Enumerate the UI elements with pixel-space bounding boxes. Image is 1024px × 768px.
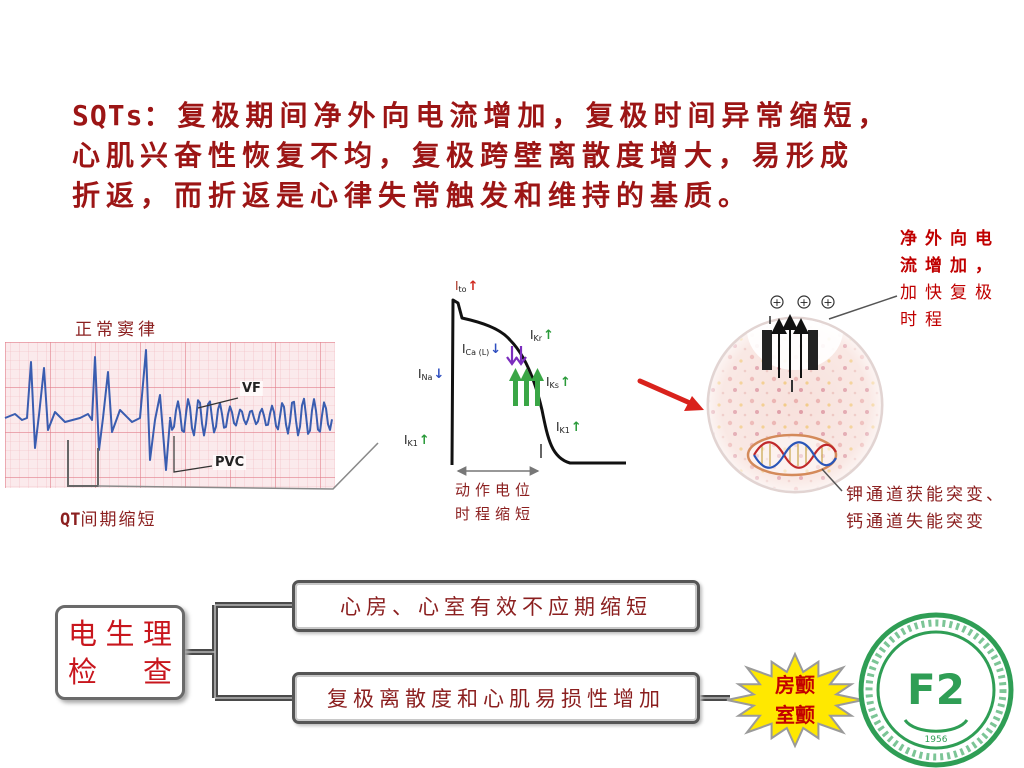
outcome-label: 房颤 室颤 [745, 670, 845, 730]
mutation-caption-line-1: 钾通道获能突变、 [846, 485, 1006, 505]
current-ik1-left-symbol: I [404, 433, 408, 447]
action-potential-curve [450, 298, 626, 466]
finding-dispersion-vulnerability: 复极离散度和心肌易损性增加 [292, 672, 700, 724]
apd-caption: 动作电位 时程缩短 [455, 478, 535, 526]
current-ikr-label: IKr↑ [530, 328, 554, 343]
ecg-strip [4, 342, 379, 490]
current-iks-subscript: Ks [549, 381, 559, 390]
outcome-line-2: 室颤 [775, 703, 815, 727]
current-ical-arrow: ↓ [490, 342, 502, 357]
hospital-seal-icon: F2 1956 [858, 612, 1014, 768]
vf-leader-line [197, 397, 239, 409]
current-ito-subscript: to [458, 285, 467, 294]
exam-title-line-1: 电生理 [68, 616, 172, 651]
current-ina-symbol: I [418, 367, 422, 381]
qt-label: QT间期缩短 [60, 505, 156, 530]
qt-text: 间期缩短 [80, 510, 157, 530]
current-iks-symbol: I [546, 375, 550, 389]
logo-year: 1956 [925, 735, 948, 745]
callout-line-2: 流增加， [900, 256, 1000, 276]
red-arrow-icon [637, 378, 704, 411]
current-ik1-left-subscript: K1 [407, 439, 418, 448]
current-ito-arrow: ↑ [467, 279, 479, 294]
heading-line-1-text: ：复极期间净外向电流增加，复极时间异常缩短， [143, 99, 892, 132]
heading-line-2: 心肌兴奋性恢复不均，复极跨壁离散度增大，易形成 [72, 139, 855, 172]
logo-mark: F2 [907, 665, 965, 714]
current-ikr-symbol: I [530, 328, 534, 342]
current-ina-label: INa↓ [418, 367, 444, 382]
channel-callout-line [828, 295, 898, 320]
mutation-caption-line-2: 钙通道失能突变 [846, 512, 986, 532]
potassium-efflux-arrows [509, 368, 544, 406]
apd-caption-line-1: 动作电位 [455, 481, 536, 499]
finding-refractory-period: 心房、心室有效不应期缩短 [292, 580, 700, 632]
heading: SQTs：复极期间净外向电流增加，复极时间异常缩短， 心肌兴奋性恢复不均，复极跨… [72, 96, 891, 216]
callout-line-4: 时程 [900, 310, 950, 330]
current-ical-label: ICa (L)↓ [462, 342, 501, 357]
current-ikr-subscript: Kr [533, 334, 543, 343]
heading-prefix: SQTs [72, 99, 144, 132]
current-ik1-right-symbol: I [556, 420, 560, 434]
callout-line-3: 加快复极 [900, 283, 1000, 303]
action-potential-diagram [450, 298, 626, 476]
calcium-decrease-arrows [506, 346, 527, 366]
ecg-vf-wave [169, 397, 333, 437]
current-iks-arrow: ↑ [559, 375, 571, 390]
ecg-title: 正常窦律 [75, 320, 159, 340]
qt-prefix: QT [60, 510, 81, 530]
ion-channel-left [762, 330, 772, 370]
current-ik1-right-subscript: K1 [559, 426, 570, 435]
current-ina-arrow: ↓ [433, 367, 445, 382]
outward-current-arrows [771, 314, 809, 378]
zoom-connector-line [97, 442, 379, 490]
exam-bracket [182, 602, 730, 701]
exam-title-line-2: 检查 [68, 654, 172, 689]
current-ito-symbol: I [455, 279, 459, 293]
current-ina-subscript: Na [421, 373, 433, 382]
current-ikr-arrow: ↑ [543, 328, 554, 343]
current-ik1-right-label: IK1↑ [556, 420, 582, 435]
pvc-label: PVC [213, 455, 247, 470]
current-ical-subscript: Ca (L) [465, 348, 490, 357]
positive-charges: + + + [770, 295, 835, 309]
outcome-line-1: 房颤 [775, 673, 815, 697]
heading-line-3: 折返，而折返是心律失常触发和维持的基质。 [72, 179, 753, 212]
dna-helix-icon [746, 433, 838, 477]
charge-plus-2: + [799, 296, 808, 309]
ecg-sinus-wave [4, 349, 171, 471]
vf-label: VF [240, 381, 263, 396]
current-ik1-left-arrow: ↑ [418, 433, 430, 448]
pvc-leader-line [173, 436, 213, 473]
ion-channel-right [808, 330, 818, 370]
mutation-caption: 钾通道获能突变、 钙通道失能突变 [846, 482, 1006, 536]
outward-current-callout: 净外向电 流增加， 加快复极 时程 [900, 226, 1000, 334]
callout-line-1: 净外向电 [900, 229, 1000, 249]
electrophysiology-exam-box: 电生理 检查 [55, 605, 185, 700]
mutation-callout-line [821, 468, 843, 492]
starburst-icon [726, 651, 864, 749]
charge-plus-1: + [772, 296, 781, 309]
current-ical-symbol: I [462, 342, 466, 356]
current-ik1-left-label: IK1↑ [404, 433, 430, 448]
cardiomyocyte-cell: + + + [706, 295, 898, 494]
current-ik1-right-arrow: ↑ [570, 420, 582, 435]
qt-bracket [67, 440, 99, 487]
current-iks-label: IKs↑ [546, 375, 571, 390]
apd-caption-line-2: 时程缩短 [455, 505, 536, 523]
current-ito-label: Ito↑ [455, 279, 478, 294]
heading-line-1: SQTs：复极期间净外向电流增加，复极时间异常缩短， [72, 96, 891, 136]
charge-plus-3: + [823, 296, 832, 309]
